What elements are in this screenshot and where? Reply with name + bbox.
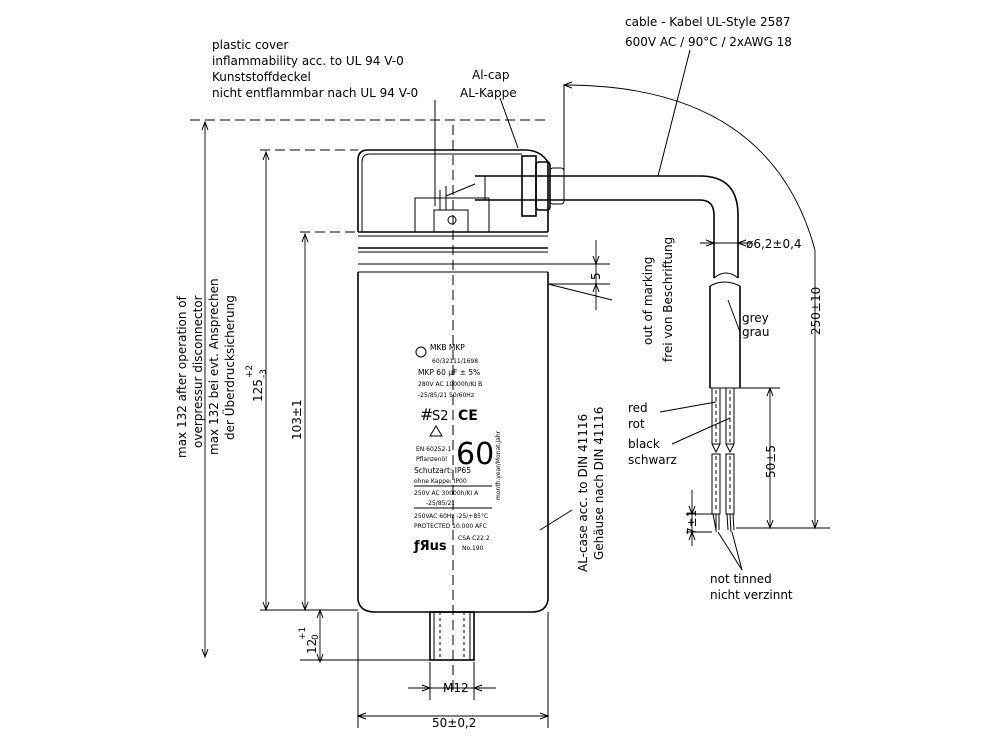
dim-5: 5: [589, 272, 603, 280]
ce-mark: CE: [458, 408, 478, 424]
max132-line2: overpressur disconnector: [191, 295, 205, 448]
label-s2: S2: [432, 409, 449, 424]
al-cap-label-de: AL-Kappe: [460, 86, 517, 100]
grey-label: grey: [742, 311, 769, 325]
dim-12-tol-up: +1: [298, 627, 308, 640]
label-csa2: No.190: [462, 545, 484, 552]
label-cap: MKP 60 µF ± 5%: [418, 368, 480, 377]
hash-icon: #: [420, 405, 433, 424]
max132-line4: der Überdrucksicherung: [221, 295, 237, 440]
al-cap-label: Al-cap: [472, 68, 509, 82]
cable-spec: 600V AC / 90°C / 2xAWG 18: [625, 35, 792, 49]
capacitor-body: [357, 125, 549, 690]
dim-m12: M12: [443, 681, 469, 695]
label-line6: PROTECTED 10.000 AFC: [414, 523, 487, 530]
label-date: month.year/Monat.Jahr: [495, 430, 502, 500]
dim-7: 7±1: [685, 510, 699, 535]
not-tinned-label-de: nicht verzinnt: [710, 588, 793, 602]
label-ip1: Schutzart: IP65: [414, 466, 471, 475]
not-tinned-label: not tinned: [710, 572, 772, 586]
label-line2: -25/85/21 50/60Hz: [418, 392, 474, 399]
max132-line3: max 132 bei evt. Ansprechen: [207, 278, 221, 455]
plastic-cover-de: Kunststoffdeckel: [212, 70, 311, 84]
annotations: plastic cover inflammability acc. to UL …: [175, 15, 823, 730]
label-line4: -25/85/21: [426, 500, 455, 507]
max132-line1: max 132 after operation of: [175, 295, 189, 458]
dim-12-tol-dn: 0: [311, 634, 321, 640]
black-label: black: [628, 437, 660, 451]
label-big-60: 60: [456, 437, 494, 472]
out-of-marking-label-de: frei von Beschriftung: [661, 237, 675, 362]
label-oil: Pflanzenöl: [416, 456, 447, 463]
dim-103: 103±1: [290, 399, 304, 440]
dim-250: 250±10: [809, 287, 823, 335]
plastic-cover-ul: inflammability acc. to UL 94 V-0: [212, 54, 404, 68]
al-case-label: AL-case acc. to DIN 41116: [576, 414, 590, 572]
ur-logo-icon: ƒЯus: [413, 539, 447, 554]
dim-50-5: 50±5: [764, 445, 778, 478]
label-brand: MKB MKP: [430, 343, 465, 352]
label-ip2: ohne Kappe: IP00: [414, 478, 467, 485]
dim-125-tol-dn: -3: [259, 369, 269, 378]
label-csa1: CSA C22.2: [458, 535, 490, 542]
cable-assembly: [475, 155, 741, 533]
al-case-label-de: Gehäuse nach DIN 41116: [592, 407, 606, 560]
red-label: red: [628, 401, 648, 415]
label-en: EN 60252-1: [416, 446, 451, 453]
out-of-marking-label: out of marking: [641, 257, 655, 345]
red-label-de: rot: [628, 417, 645, 431]
label-code: 60/32111/1698: [432, 358, 478, 365]
dim-cable-diameter: ø6,2±0,4: [746, 237, 802, 251]
dim-12: 12: [305, 639, 319, 654]
label-line3: 250V AC 30000h/KI A: [414, 490, 479, 497]
dim-125-tol-up: +2: [245, 365, 255, 378]
label-line5: 250VAC 60Hz -25/+85°C: [414, 513, 488, 520]
vde-mark-icon: [429, 425, 443, 437]
mkb-logo-icon: [415, 346, 427, 358]
black-label-de: schwarz: [628, 453, 677, 467]
plastic-cover-ul-de: nicht entflammbar nach UL 94 V-0: [212, 86, 418, 100]
plastic-cover-label: plastic cover: [212, 38, 288, 52]
grey-label-de: grau: [742, 325, 770, 339]
rating-label: MKB MKP 60/32111/1698 MKP 60 µF ± 5% 280…: [413, 343, 502, 554]
dim-50: 50±0,2: [432, 716, 476, 730]
cable-label: cable - Kabel UL-Style 2587: [625, 15, 791, 29]
dimension-lines: [190, 49, 830, 728]
label-line1: 280V AC 10000h/KI B: [418, 381, 482, 388]
dim-125: 125: [251, 379, 265, 402]
